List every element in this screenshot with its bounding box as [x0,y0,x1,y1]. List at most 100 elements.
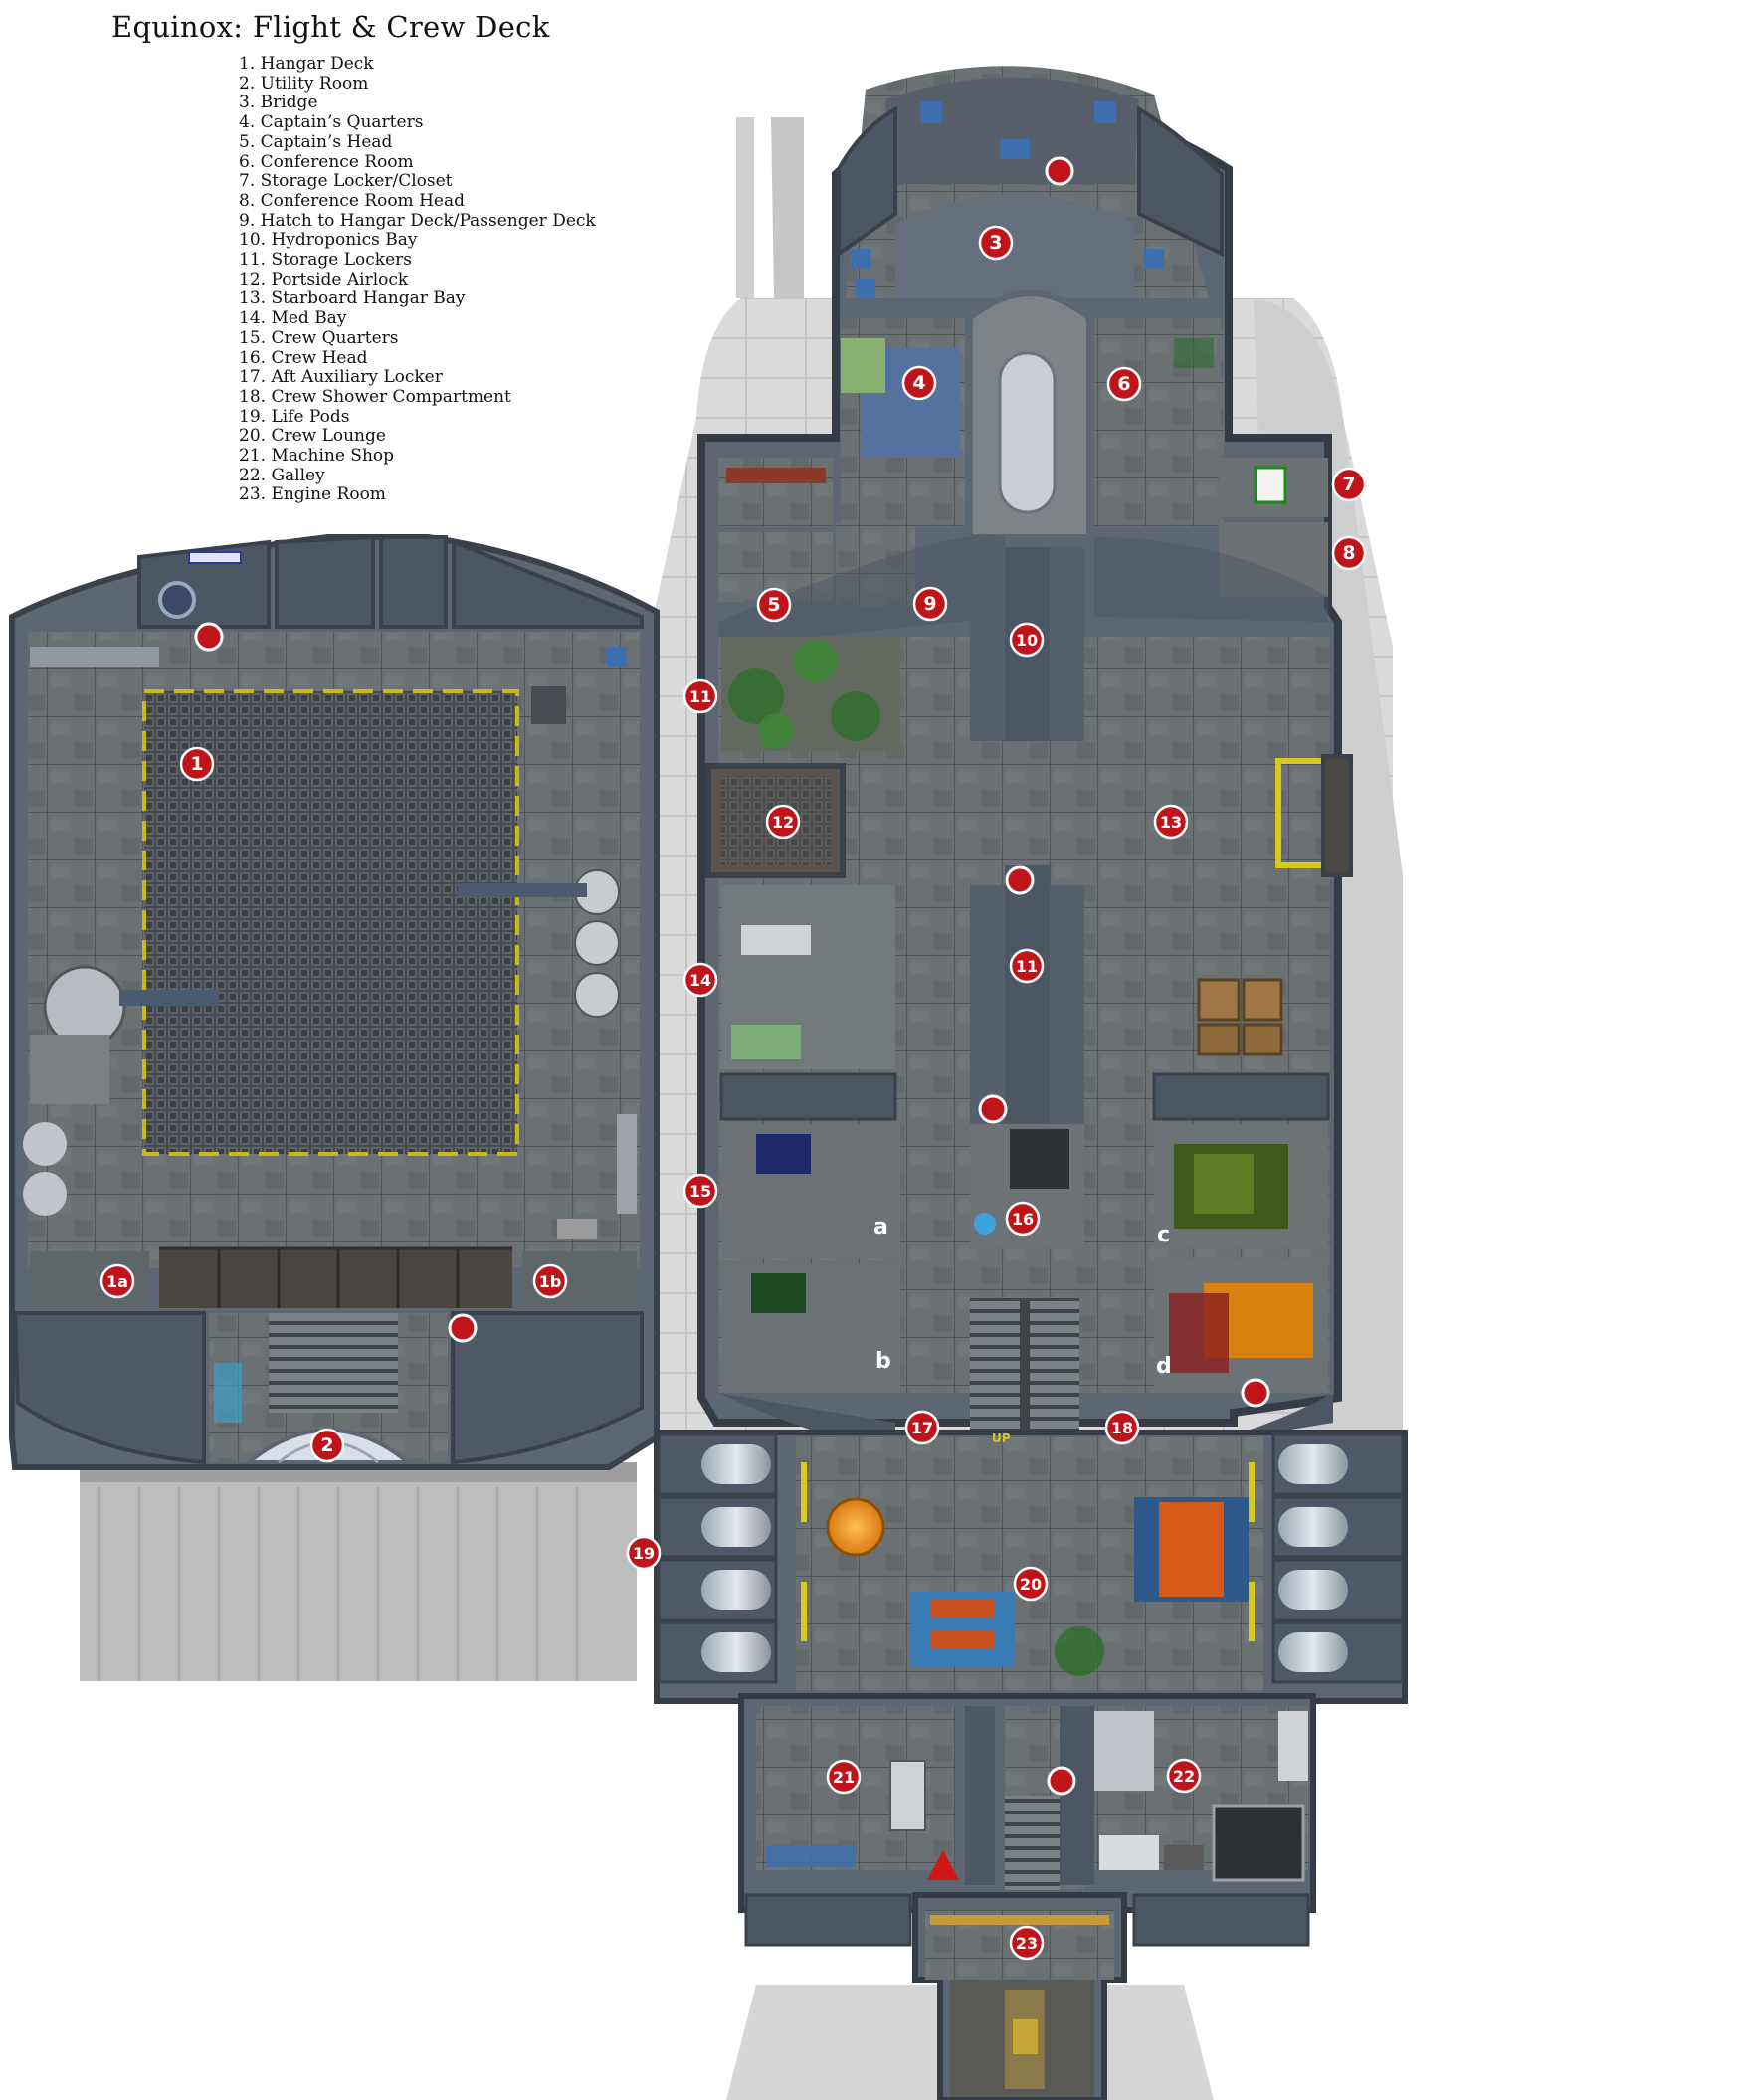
marker-label: 22 [1173,1767,1195,1786]
room-marker-6: 6 [1106,366,1142,402]
room-marker-2: 2 [309,1428,345,1463]
legend-item: 16. Crew Head [239,347,368,368]
label-c: c [1157,1223,1170,1247]
marker-circle [1331,535,1367,571]
ship-hull [697,66,1353,1507]
legend-item: 7. Storage Locker/Closet [239,171,453,192]
marker-label: 18 [1111,1419,1133,1437]
marker-circle [626,1535,662,1571]
room-marker-21: 21 [826,1759,862,1795]
room-marker-4: 4 [901,365,937,401]
marker-circle [1013,1566,1049,1602]
stairs-up-label: UP [992,1432,1011,1445]
marker-label: 21 [833,1768,855,1787]
marker-label: 16 [1012,1210,1034,1229]
marker-circle [1009,948,1045,984]
marker-label: 10 [1016,631,1038,650]
marker-label: 4 [912,372,925,394]
legend-item: 11. Storage Lockers [239,250,413,271]
room-marker-10: 10 [1009,622,1045,658]
room-marker-20: 20 [1013,1566,1049,1602]
legend-item: 15. Crew Quarters [239,327,399,348]
marker-circle [904,1410,940,1445]
marker-label: 1a [106,1272,128,1291]
marker-label: 6 [1117,373,1130,395]
marker-circle [682,678,718,714]
legend-item: 2. Utility Room [239,73,369,94]
room-marker-16: 16 [1005,1201,1041,1237]
marker-circle [1153,804,1189,840]
marker-label: 14 [689,971,711,990]
marker-label: 19 [633,1544,655,1563]
legend-item: 18. Crew Shower Compartment [239,386,511,407]
marker-circle [532,1263,568,1299]
marker-label: 20 [1020,1575,1042,1594]
room-marker-1b: 1b [532,1263,568,1299]
legend-item: 21. Machine Shop [239,446,395,467]
legend-item: 17. Aft Auxiliary Locker [239,367,443,388]
room-marker-11b: 11 [1009,948,1045,984]
marker-circle [756,587,792,623]
room-marker-12: 12 [765,804,801,840]
legend-item: 5. Captain’s Head [239,131,393,152]
room-marker-14: 14 [682,962,718,998]
marker-label: 3 [989,232,1002,254]
marker-label: 11 [689,687,711,706]
marker-label: 23 [1016,1934,1038,1953]
room-marker-18: 18 [1104,1410,1140,1445]
marker-label: 7 [1342,474,1355,495]
marker-label: 15 [689,1182,711,1201]
marker-label: 13 [1160,813,1182,832]
legend-item: 23. Engine Room [239,484,386,505]
legend-item: 6. Conference Room [239,151,414,172]
legend-item: 4. Captain’s Quarters [239,112,424,133]
label-b: b [875,1349,891,1374]
marker-circle [179,746,215,782]
room-marker-11a: 11 [682,678,718,714]
marker-circle [682,962,718,998]
marker-circle [1009,1925,1045,1961]
marker-label: 8 [1342,542,1355,564]
label-d: d [1156,1354,1172,1379]
marker-label: 17 [911,1419,933,1437]
marker-circle [1331,467,1367,502]
room-marker-1a: 1a [99,1263,135,1299]
room-marker-13: 13 [1153,804,1189,840]
legend-item: 13. Starboard Hangar Bay [239,288,466,309]
marker-label: 12 [772,813,794,832]
room-marker-5: 5 [756,587,792,623]
marker-circle [1005,1201,1041,1237]
legend-item: 20. Crew Lounge [239,426,386,447]
marker-circle [1166,1758,1202,1794]
room-marker-22: 22 [1166,1758,1202,1794]
legend-item: 10. Hydroponics Bay [239,230,418,251]
legend-item: 22. Galley [239,465,325,485]
legend-item: 3. Bridge [239,93,318,113]
marker-label: 9 [923,593,936,615]
engine-room [912,1892,1127,2100]
label-a: a [873,1215,888,1240]
hatch-markers [194,156,1270,1796]
life-pods-starboard [1271,1432,1405,1684]
marker-circle [1106,366,1142,402]
sub-labels: a b c d UP [873,1215,1172,1445]
room-marker-1: 1 [179,746,215,782]
life-pods-port [657,1432,778,1684]
room-marker-23: 23 [1009,1925,1045,1961]
marker-circle [901,365,937,401]
legend-item: 14. Med Bay [239,308,347,329]
marker-label: 2 [320,1434,333,1456]
marker-label: 1 [190,753,203,775]
room-marker-17: 17 [904,1410,940,1445]
room-marker-15: 15 [682,1173,718,1209]
marker-circle [912,586,948,622]
marker-label: 5 [767,594,780,616]
marker-circle [99,1263,135,1299]
marker-circle [309,1428,345,1463]
marker-circle [826,1759,862,1795]
legend-item: 19. Life Pods [239,406,350,427]
